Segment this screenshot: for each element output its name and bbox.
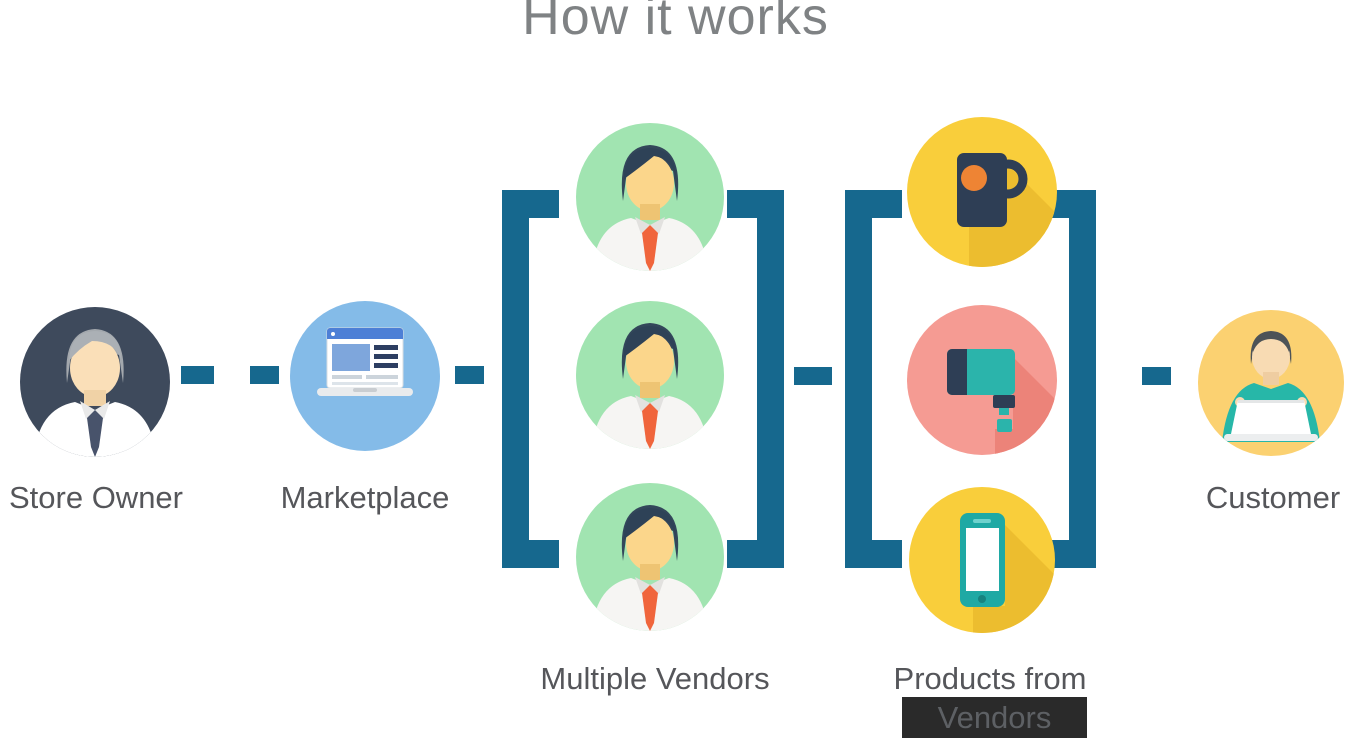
connector-dash xyxy=(250,366,279,384)
store-owner-label: Store Owner xyxy=(8,480,183,515)
product-node-coffee xyxy=(907,117,1057,267)
customer-node xyxy=(1198,310,1344,456)
products-label-line2: Vendors xyxy=(902,697,1087,738)
coffee-mug-icon xyxy=(957,153,1057,267)
store-owner-avatar-icon xyxy=(34,329,156,457)
product-node-printer xyxy=(907,305,1057,455)
connector-dash xyxy=(1142,367,1171,385)
vendor-avatar-icon xyxy=(592,145,708,271)
marketplace-label: Marketplace xyxy=(280,480,450,515)
products-label-line1: Products from xyxy=(893,661,1087,696)
vendors-open-bracket xyxy=(502,190,559,568)
vendor-avatar-icon xyxy=(592,505,708,631)
smartphone-icon xyxy=(960,513,1055,633)
products-open-bracket xyxy=(845,190,902,568)
vendor-node xyxy=(576,301,724,449)
vendor-node xyxy=(576,123,724,271)
vendors-label: Multiple Vendors xyxy=(540,661,770,696)
3d-printer-icon xyxy=(947,349,1057,455)
vendor-avatar-icon xyxy=(592,323,708,449)
connector-dash xyxy=(794,367,832,385)
connector-dash xyxy=(455,366,484,384)
connector-dash xyxy=(181,366,214,384)
vendor-node xyxy=(576,483,724,631)
page-title: How it works xyxy=(522,0,829,46)
marketplace-node xyxy=(290,301,440,451)
customer-label: Customer xyxy=(1205,480,1341,515)
store-owner-node xyxy=(20,307,170,457)
customer-avatar-icon xyxy=(1222,331,1320,442)
product-node-phone xyxy=(909,487,1055,633)
marketplace-laptop-icon xyxy=(317,327,413,396)
vendors-close-bracket xyxy=(727,190,784,568)
